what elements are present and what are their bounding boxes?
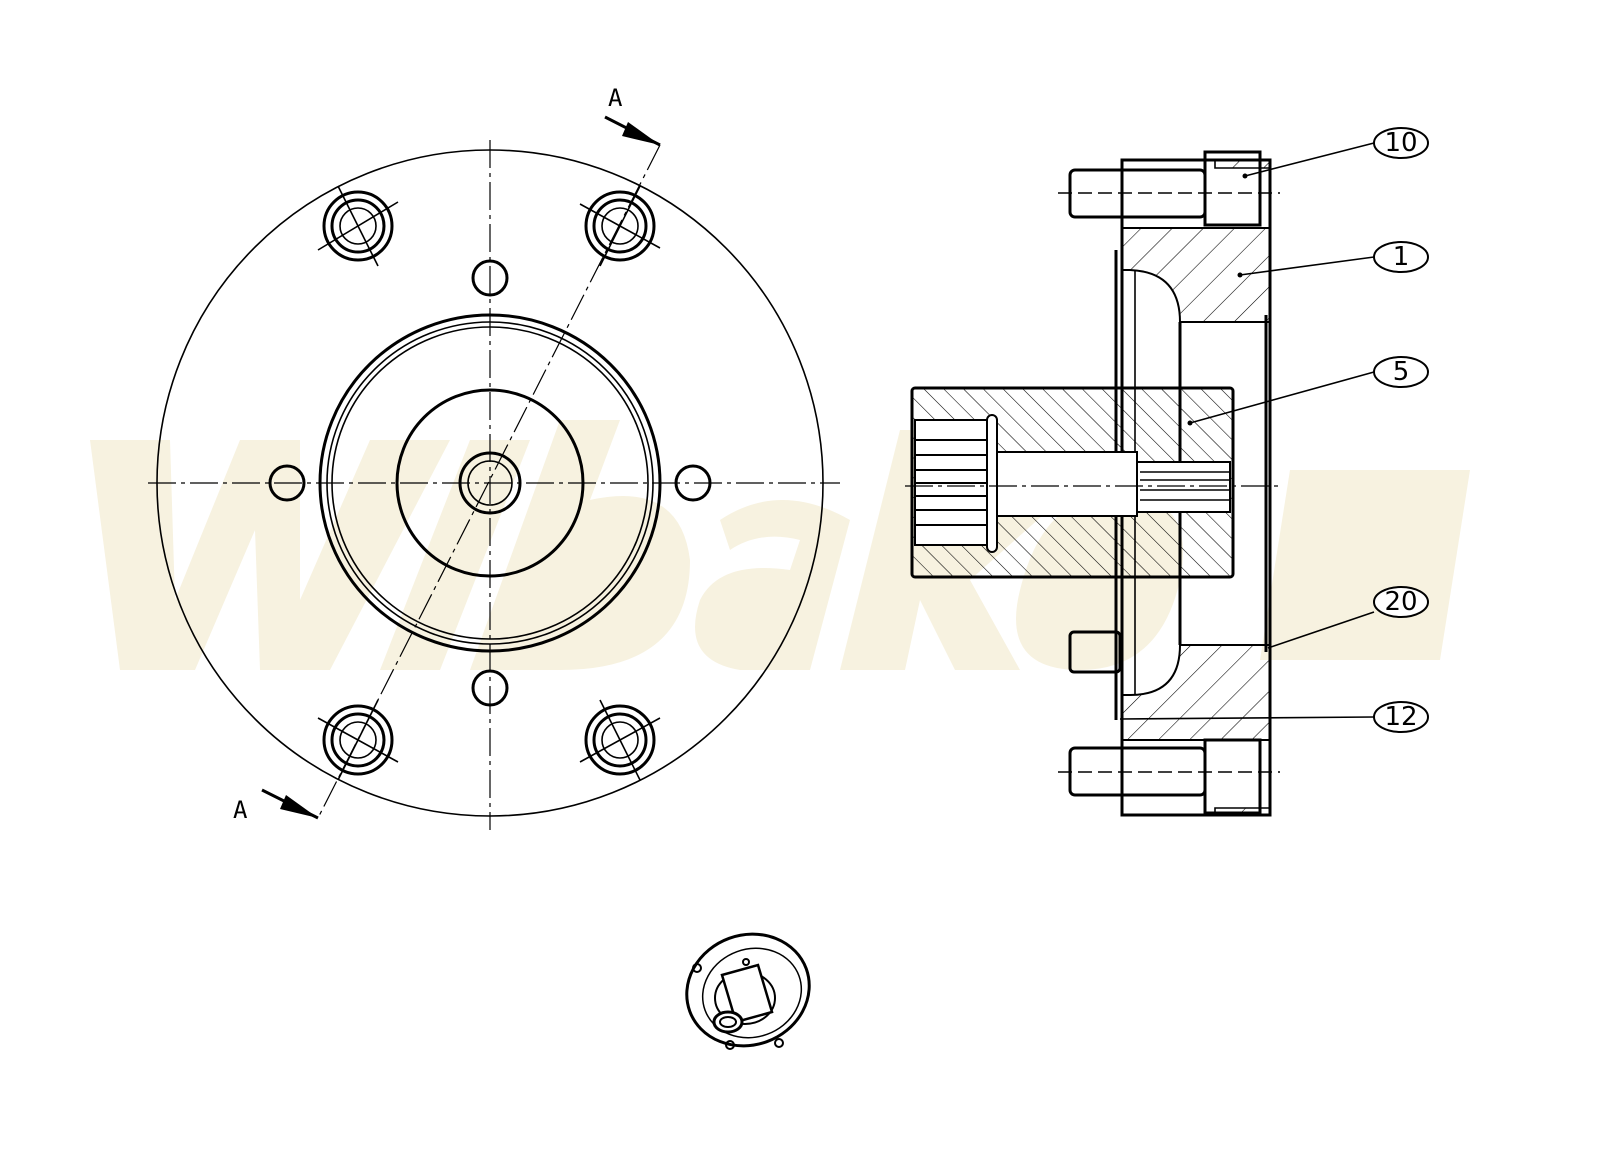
balloon-12: 12 xyxy=(1119,701,1429,733)
pin-hole xyxy=(471,259,509,297)
recess-ring-inner xyxy=(326,321,654,645)
hub-bore xyxy=(996,451,1138,517)
balloon-20: 20 xyxy=(1267,586,1429,649)
section-label-top: A xyxy=(608,84,623,112)
dowel-pin xyxy=(1068,630,1122,674)
balloon-1: 1 xyxy=(1237,241,1429,278)
spline-teeth-right xyxy=(1140,471,1230,501)
section-label-bottom: A xyxy=(233,796,248,824)
bolt-upper xyxy=(1058,150,1280,227)
front-view: A A xyxy=(148,84,840,830)
recess-ring-inner-2 xyxy=(331,326,649,640)
hub-spline-right xyxy=(1136,461,1231,513)
bolt-lower xyxy=(1058,738,1280,815)
balloon-label: 20 xyxy=(1384,587,1417,617)
spline-bore xyxy=(458,451,522,515)
snap-ring xyxy=(986,414,998,553)
recess-ring-outer xyxy=(318,313,662,653)
balloon-label: 10 xyxy=(1384,128,1417,158)
section-arrow-top xyxy=(604,115,661,147)
pin-hole xyxy=(268,464,306,502)
isometric-view xyxy=(685,932,811,1050)
balloon-label: 5 xyxy=(1393,357,1410,387)
section-view xyxy=(905,150,1280,817)
bolt-hole xyxy=(317,699,399,781)
bolt-hole xyxy=(317,185,399,267)
watermark-logo xyxy=(90,420,1470,670)
flange-body-lower xyxy=(1121,644,1271,741)
balloon-label: 12 xyxy=(1384,702,1417,732)
pin-hole xyxy=(471,669,509,707)
spline-teeth-left xyxy=(915,439,987,526)
balloon-5: 5 xyxy=(1187,356,1429,426)
balloon-10: 10 xyxy=(1242,127,1429,179)
pin-hole xyxy=(674,464,712,502)
hub-circle xyxy=(395,388,585,578)
bolt-hole xyxy=(579,699,661,781)
flange-body-upper xyxy=(1121,227,1271,323)
balloon-label: 1 xyxy=(1393,242,1410,272)
section-arrow-bottom xyxy=(261,788,319,820)
bolt-hole xyxy=(579,185,661,267)
